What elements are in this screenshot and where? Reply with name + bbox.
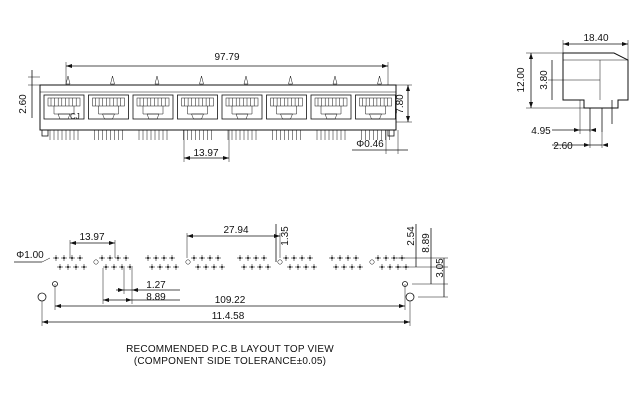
right-height-label: 7.80 [395,94,406,114]
rj45-port [88,75,129,120]
rj45-port [221,75,263,120]
port-pitch-label: 13.97 [193,148,218,159]
group-pitch-label: 13.97 [79,232,104,243]
rj45-port [177,75,218,120]
rj45-port [266,75,307,120]
upper-height-label: 3.80 [539,70,550,90]
front-housing [39,84,397,131]
brand-logo: CJ [70,112,80,121]
post-offset-label: 3.05 [435,258,446,278]
right-pitch-label: 2.54 [406,226,417,246]
total-height-label: 12.00 [516,67,527,92]
pin-pitch-label: 1.27 [146,280,166,291]
pcb-pin-group [185,255,225,270]
pcb-pin-group [369,255,409,270]
caption-line-1: RECOMMENDED P.C.B LAYOUT TOP VIEW [126,344,334,355]
mount-hole-right [405,292,415,302]
mount-hole-left [37,292,47,302]
rj45-port [43,75,85,120]
rj45-port [310,75,352,120]
depth-label: 18.40 [583,33,608,44]
height-label: 2.60 [18,94,29,114]
overall-span-label: 11.4.58 [212,311,245,322]
rj45-port [355,75,396,120]
front-pin-row [41,129,395,140]
pin-pitch-label: 2.60 [553,141,573,152]
pcb-pin-group [277,255,317,270]
pin-span-label: 109.22 [215,295,246,306]
side-housing [562,52,629,109]
right-offset-label: 8.89 [421,233,432,253]
side-view: 18.40 12.00 3.80 4.95 2.60 [516,33,629,152]
pin-diameter-label: Φ0.46 [356,139,384,150]
pcb-pin-groups [53,255,409,270]
caption-line-2: (COMPONENT SIDE TOLERANCE±0.05) [134,356,326,367]
pcb-pin-group [145,255,179,270]
overall-width-label: 97.79 [214,52,239,63]
pcb-pin-group [93,255,133,270]
center-span-label: 27.94 [223,225,248,236]
front-view: CJ 97.79 2.60 7.80 13.97 Φ0.46 [18,52,412,162]
pin-spacing-label: 1.35 [280,226,291,246]
inner-offset-label: 8.89 [146,292,166,303]
pcb-pin-group [329,255,363,270]
pin-offset-label: 4.95 [531,126,551,137]
pcb-layout: Φ1.00 13.97 27.94 1.35 2.54 8.89 3.05 [14,224,448,326]
rj45-port [132,75,174,120]
pcb-pin-group [237,255,271,270]
pcb-pin-group [53,255,87,270]
port-group: CJ [43,75,396,121]
mount-hole-label: Φ1.00 [16,250,44,261]
